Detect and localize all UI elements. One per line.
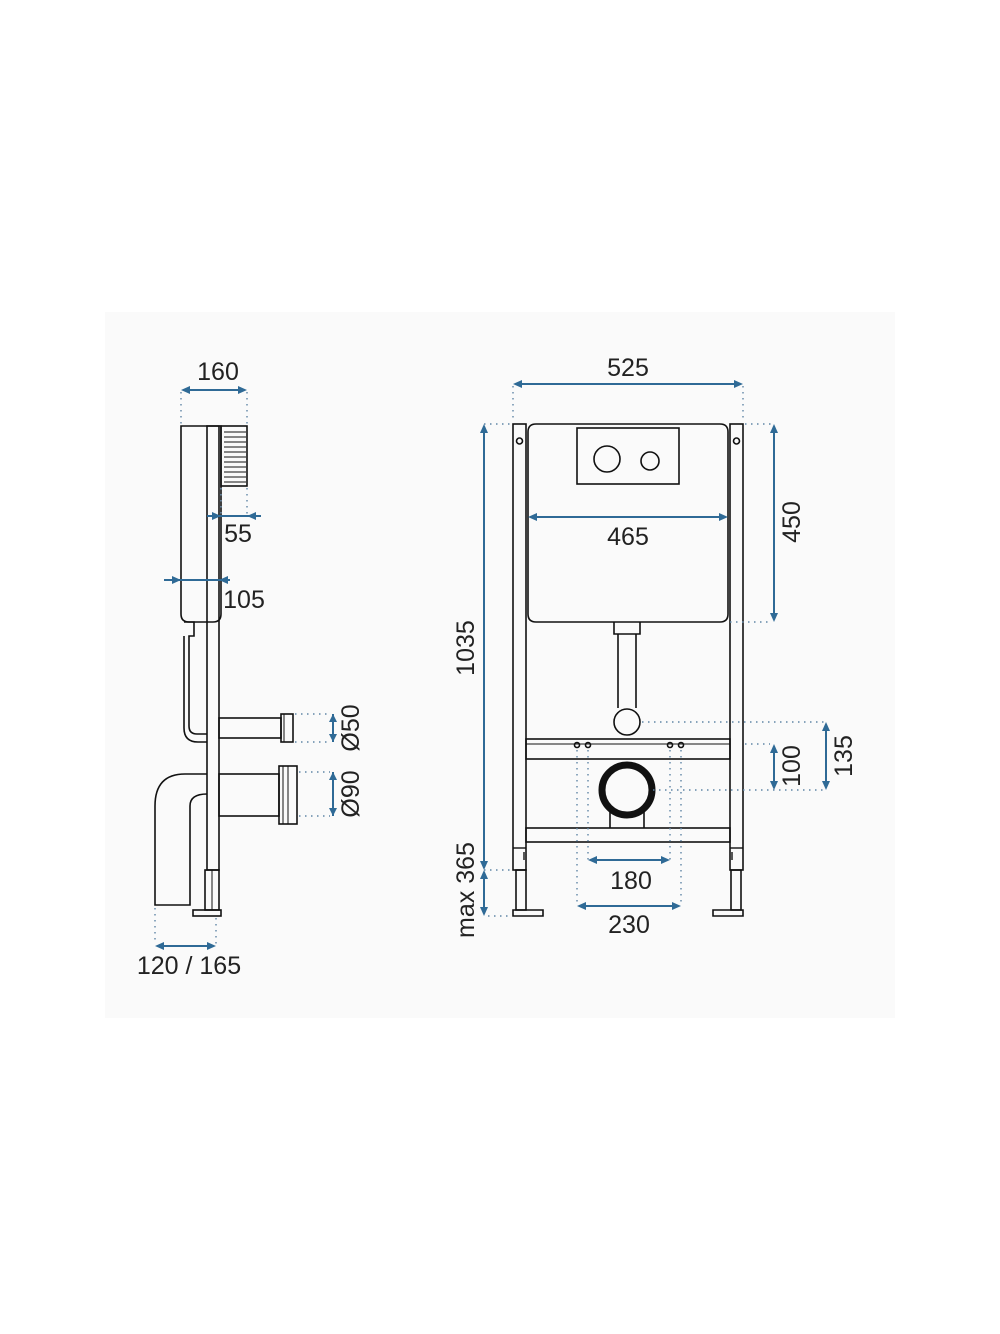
front-crossbar-lower bbox=[525, 827, 731, 843]
dim-front-450: 450 bbox=[778, 501, 806, 543]
front-cistern bbox=[527, 423, 729, 623]
dim-side-55: 55 bbox=[224, 520, 252, 548]
side-pipe-90 bbox=[218, 765, 298, 825]
drawing-panel bbox=[105, 312, 895, 1018]
front-flush-button-large bbox=[593, 445, 621, 473]
side-elbow bbox=[154, 773, 208, 906]
front-flush-button-small bbox=[640, 451, 660, 471]
front-flush-outlet bbox=[613, 708, 641, 736]
dim-side-120-165: 120 / 165 bbox=[137, 952, 241, 980]
dim-side-d50: Ø50 bbox=[337, 704, 365, 751]
dim-side-160: 160 bbox=[197, 358, 239, 386]
dim-front-230: 230 bbox=[608, 911, 650, 939]
dim-side-d90: Ø90 bbox=[337, 770, 365, 817]
side-cistern-body bbox=[180, 425, 222, 623]
side-leg bbox=[192, 869, 222, 917]
side-flush-plate-ribs bbox=[224, 431, 246, 483]
front-crossbar-upper bbox=[525, 738, 731, 760]
dim-side-105: 105 bbox=[223, 586, 265, 614]
side-pipe-50 bbox=[218, 713, 294, 743]
dim-front-465: 465 bbox=[607, 523, 649, 551]
side-flush-pipe bbox=[183, 621, 207, 743]
dim-front-1035: 1035 bbox=[452, 620, 480, 676]
dim-front-max365: max 365 bbox=[452, 842, 480, 938]
dim-front-135: 135 bbox=[830, 735, 858, 777]
front-flush-plate bbox=[576, 427, 680, 485]
side-view: 160 55 105 Ø50 Ø90 120 / 165 bbox=[137, 358, 365, 980]
front-drain-outlet bbox=[598, 761, 656, 819]
front-flush-pipe bbox=[613, 622, 641, 708]
dim-front-180: 180 bbox=[610, 867, 652, 895]
front-view: 525 465 450 1035 max 365 100 bbox=[452, 354, 858, 939]
side-flush-plate bbox=[220, 425, 248, 487]
front-leg-left bbox=[512, 869, 544, 917]
front-leg-right bbox=[712, 869, 744, 917]
dim-front-525: 525 bbox=[607, 354, 649, 382]
front-drain-pipe bbox=[609, 810, 645, 828]
dim-front-100: 100 bbox=[778, 745, 806, 787]
